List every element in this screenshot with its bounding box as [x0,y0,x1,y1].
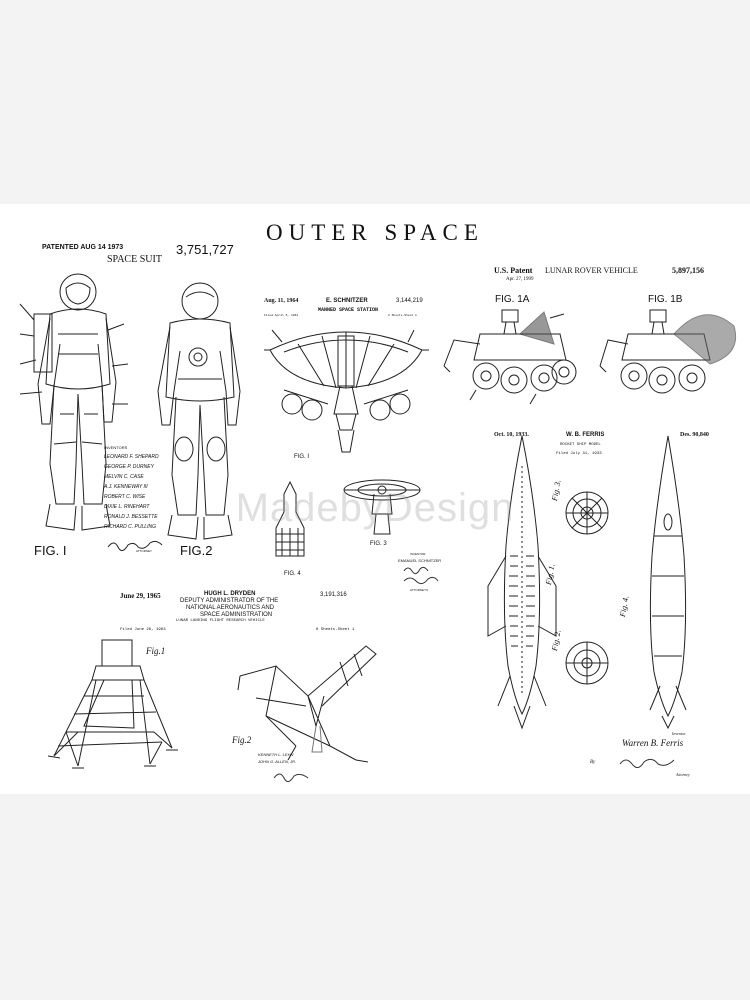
station-fig4-drawing [268,482,312,562]
station-filed: Filed April 5, 1961 [264,314,299,317]
suit-back-drawing [150,279,250,544]
suit-inventor-6: DIXIE L. RINEHART [104,504,150,510]
rover-patent-number: 5,897,156 [672,266,704,275]
station-fig4-label: FIG. 4 [284,571,301,577]
station-fig1-label: FIG. I [294,454,309,460]
rocket-attorney-signature [618,754,678,770]
station-date: Aug. 11, 1964 [264,298,299,304]
rocket-inventor: W. B. FERRIS [566,432,605,438]
rover-fig1b-label: FIG. 1B [648,294,683,305]
rocket-filed: Filed July 31, 1933 [556,452,602,456]
lunar-line-5: LUNAR LANDING FLIGHT RESEARCH VEHICLE [176,619,265,623]
suit-inventor-8: RICHARD C. PULLING [104,524,156,530]
lunar-inventor: HUGH L. DRYDEN [204,591,256,597]
station-inventor-label: INVENTOR [410,552,426,556]
rover-patent-label: U.S. Patent [494,266,533,275]
station-sheets: 2 Sheets-Sheet 1 [388,314,417,317]
suit-front-drawing [20,264,130,544]
lunar-signature [272,768,312,784]
suit-patented-date: PATENTED AUG 14 1973 [42,244,124,251]
station-patent-number: 3,144,219 [396,298,423,304]
lunar-sheets: 6 Sheets-Sheet 1 [316,628,355,632]
rocket-fig4-label: Fig. 4. [618,595,631,618]
rover-fig1a-label: FIG. 1A [495,294,530,305]
lunar-inventor-1: KENNETH L. LEHN [258,752,294,757]
rover-title: LUNAR ROVER VEHICLE [545,266,638,275]
suit-inventors-label: INVENTORS [104,445,128,450]
lunar-patent-number: 3,191,316 [320,592,347,598]
lunar-fig2-label: Fig.2 [232,735,252,745]
station-fig3-label: FIG. 3 [370,541,387,547]
rocket-title: ROCKET SHIP MODEL [560,443,601,447]
suit-inventor-5: ROBERT C. WISE [104,494,146,500]
station-title: MANNED SPACE STATION [318,307,379,313]
station-inventor: E. SCHNITZER [326,298,368,304]
station-inventor-name: EMANUEL SCHNITZER [398,558,442,563]
rover-date: Apr. 27, 1999 [506,277,534,282]
lunar-line-2: DEPUTY ADMINISTRATOR OF THE [180,598,279,604]
rocket-front-view-drawing [564,490,610,536]
rocket-signature: Warren B. Ferris [622,738,684,748]
suit-attorney: ATTORNEY [136,549,153,553]
rover-fig1b-drawing [594,304,744,414]
watermark: MadebyDesign [235,486,515,530]
suit-fig2-label: FIG.2 [180,543,213,558]
rocket-side-drawing [484,436,560,728]
lunar-date: June 29, 1965 [120,592,161,600]
station-signatures [402,563,442,587]
lunar-filed: Filed June 26, 1963 [120,628,166,632]
space-station-drawing [264,320,429,470]
poster-title: OUTER SPACE [266,220,484,245]
suit-inventor-3: MELVIN C. CASE [104,474,144,480]
rocket-date: Oct. 10, 1933. [494,432,529,438]
rocket-inventor-label: Inventor [672,731,686,736]
station-fig3-drawing [338,474,426,542]
suit-patent-number: 3,751,727 [176,242,234,257]
suit-fig1-label: FIG. I [34,543,67,558]
rocket-attorney-label: Attorney [676,772,690,777]
lunar-fig2-drawing [236,636,386,766]
station-attorneys: ATTORNEYS [410,588,429,592]
lunar-inventor-2: JOHN G. ALLEN, JR. [258,759,297,764]
poster: OUTER SPACE PATENTED AUG 14 1973 SPACE S… [0,204,750,794]
rover-fig1a-drawing [440,304,590,414]
lunar-fig1-label: Fig.1 [146,646,166,656]
lunar-line-4: SPACE ADMINISTRATION [200,612,273,618]
rocket-top-drawing [640,436,696,728]
suit-inventor-1: LEONARD F. SHEPARD [104,454,159,460]
suit-title: SPACE SUIT [107,254,162,265]
rocket-rear-view-drawing [564,640,610,686]
suit-inventor-4: A.J. KENNEWAY III [104,484,148,490]
suit-inventor-7: RONALD J. BESSETTE [104,514,158,520]
suit-signature [106,537,166,553]
rocket-by-label: By [590,760,596,765]
suit-inventor-2: GEORGE P. DURNEY [104,464,154,470]
lunar-fig1-drawing [44,636,180,776]
rocket-patent-number: Des. 90,840 [680,432,709,438]
lunar-line-3: NATIONAL AERONAUTICS AND [186,605,275,611]
